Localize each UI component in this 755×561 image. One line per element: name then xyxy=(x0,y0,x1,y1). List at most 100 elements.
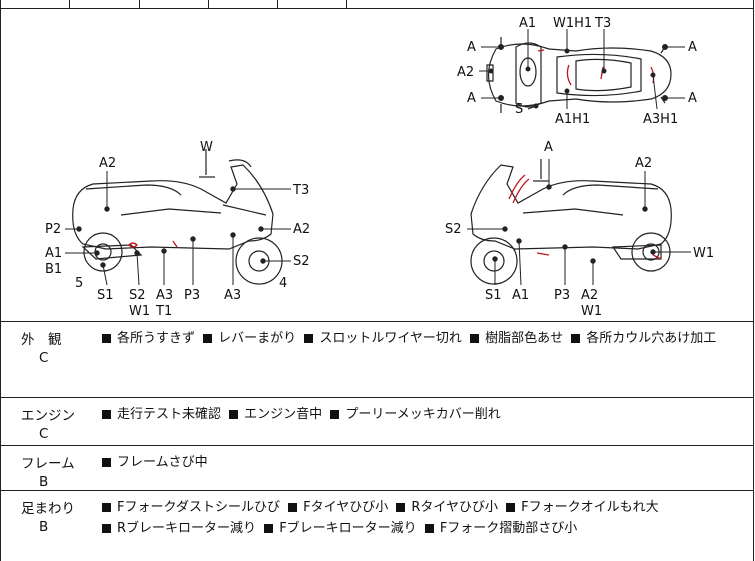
label-top-w1h1: W1H1 xyxy=(553,16,592,31)
section-exterior-category: 外 観 C xyxy=(1,322,89,397)
label-left-b1: B1 xyxy=(45,262,62,277)
bullet-square-icon xyxy=(304,333,314,343)
damage-diagram: A1 W1H1 T3 A A A2 A A S A1H1 A3H1 xyxy=(1,9,754,322)
label-left-a2-rear: A2 xyxy=(293,222,310,237)
section-name: フレーム xyxy=(21,456,75,472)
label-top-s: S xyxy=(515,102,523,117)
section-grade: C xyxy=(39,426,49,442)
label-left-p2: P2 xyxy=(45,222,61,237)
condition-item: Fフォークダストシールひび xyxy=(98,500,280,515)
condition-item: Rブレーキローター減り xyxy=(98,521,256,536)
left-view-damage-marks xyxy=(128,240,178,248)
label-left-a3-center: A3 xyxy=(224,288,241,303)
label-top-a-left-lower: A xyxy=(467,91,476,106)
label-top-a-right-lower: A xyxy=(688,91,697,106)
condition-item: 各所カウル穴あけ加工 xyxy=(567,331,716,346)
section-frame-category: フレーム B xyxy=(1,446,89,490)
bullet-square-icon xyxy=(264,523,274,533)
bullet-square-icon xyxy=(288,502,298,512)
label-right-s1: S1 xyxy=(485,288,502,303)
scooter-right-view xyxy=(470,159,672,285)
scooter-diagram-svg: A1 W1H1 T3 A A A2 A A S A1H1 A3H1 xyxy=(45,16,714,319)
condition-item: フレームさび中 xyxy=(98,455,208,470)
section-engine-category: エンジン C xyxy=(1,398,89,445)
section-engine-items: 走行テスト未確認 エンジン音中 プーリーメッキカバー削れ xyxy=(98,404,744,425)
section-suspension: 足まわり B Fフォークダストシールひび Fタイヤひび小 Rタイヤひび小 Fフォ… xyxy=(1,491,754,561)
label-left-5: 5 xyxy=(75,276,83,291)
label-right-w1: W1 xyxy=(581,304,602,319)
bullet-square-icon xyxy=(102,502,111,512)
label-right-w1-rear: W1 xyxy=(693,246,714,261)
bullet-square-icon xyxy=(102,333,111,343)
bullet-square-icon xyxy=(102,409,111,419)
section-suspension-category: 足まわり B xyxy=(1,491,89,561)
label-right-p3: P3 xyxy=(554,288,570,303)
label-top-a-left-upper: A xyxy=(467,40,476,55)
label-left-w: W xyxy=(200,140,213,155)
label-left-s1: S1 xyxy=(97,288,114,303)
label-top-t3: T3 xyxy=(594,16,611,31)
condition-item: Fフォークオイルもれ大 xyxy=(502,500,659,515)
left-view-labels: W A2 T3 P2 A2 A1 B1 S2 5 S1 S2 W1 A3 T1 … xyxy=(45,140,310,319)
bullet-square-icon xyxy=(470,333,480,343)
top-view-damage-marks xyxy=(537,49,655,86)
section-engine: エンジン C 走行テスト未確認 エンジン音中 プーリーメッキカバー削れ xyxy=(1,398,754,446)
bullet-square-icon xyxy=(330,409,340,419)
section-frame: フレーム B フレームさび中 xyxy=(1,446,754,491)
label-right-a2-bottom: A2 xyxy=(581,288,598,303)
condition-item: Fタイヤひび小 xyxy=(284,500,388,515)
scooter-top-view xyxy=(486,37,672,113)
section-grade: C xyxy=(39,350,49,366)
left-view-leaders xyxy=(65,171,291,286)
top-view-labels: A1 W1H1 T3 A A A2 A A S A1H1 A3H1 xyxy=(457,16,697,127)
scooter-left-view xyxy=(72,149,283,285)
condition-item: Fフォーク摺動部さび小 xyxy=(421,521,577,536)
bullet-square-icon xyxy=(102,523,111,533)
condition-item: プーリーメッキカバー削れ xyxy=(326,407,501,422)
label-right-a1: A1 xyxy=(512,288,529,303)
condition-item: スロットルワイヤー切れ xyxy=(300,331,462,346)
section-suspension-items: Fフォークダストシールひび Fタイヤひび小 Rタイヤひび小 Fフォークオイルもれ… xyxy=(98,497,744,539)
condition-item: レバーまがり xyxy=(199,331,296,346)
section-name: 外 観 xyxy=(21,332,62,348)
label-left-a3: A3 xyxy=(156,288,173,303)
label-left-a1: A1 xyxy=(45,246,62,261)
section-name: 足まわり xyxy=(21,501,75,517)
bullet-square-icon xyxy=(396,502,406,512)
label-right-s2: S2 xyxy=(445,222,462,237)
top-view-leaders xyxy=(479,29,685,110)
bullet-square-icon xyxy=(571,333,581,343)
right-view-leaders xyxy=(467,159,691,286)
right-view-damage-marks xyxy=(508,174,662,260)
bullet-square-icon xyxy=(203,333,213,343)
condition-item: 走行テスト未確認 xyxy=(98,407,221,422)
top-header-cells xyxy=(1,0,753,9)
condition-item: Rタイヤひび小 xyxy=(392,500,498,515)
label-right-a2: A2 xyxy=(635,156,652,171)
label-left-a2: A2 xyxy=(99,156,116,171)
condition-item: 樹脂部色あせ xyxy=(466,331,563,346)
condition-item: Fブレーキローター減り xyxy=(260,521,417,536)
bullet-square-icon xyxy=(506,502,516,512)
label-top-a3h1: A3H1 xyxy=(643,112,678,127)
bullet-square-icon xyxy=(229,409,239,419)
label-left-t3: T3 xyxy=(292,183,309,198)
section-exterior: 外 観 C 各所うすきず レバーまがり スロットルワイヤー切れ 樹脂部色あせ 各… xyxy=(1,322,754,398)
bullet-square-icon xyxy=(424,523,434,533)
bullet-square-icon xyxy=(102,457,111,467)
label-left-4: 4 xyxy=(279,276,287,291)
label-left-p3: P3 xyxy=(184,288,200,303)
label-right-a: A xyxy=(544,140,553,155)
section-name: エンジン xyxy=(21,408,75,424)
label-left-s2-rear: S2 xyxy=(293,254,310,269)
label-left-t1: T1 xyxy=(155,304,172,319)
label-top-a-right-upper: A xyxy=(688,40,697,55)
label-top-a1h1: A1H1 xyxy=(555,112,590,127)
section-grade: B xyxy=(39,474,49,490)
label-left-w1: W1 xyxy=(129,304,150,319)
condition-item: エンジン音中 xyxy=(225,407,322,422)
right-view-labels: A A2 S2 W1 S1 A1 P3 A2 W1 xyxy=(445,140,714,319)
condition-item: 各所うすきず xyxy=(98,331,195,346)
section-grade: B xyxy=(39,519,49,535)
